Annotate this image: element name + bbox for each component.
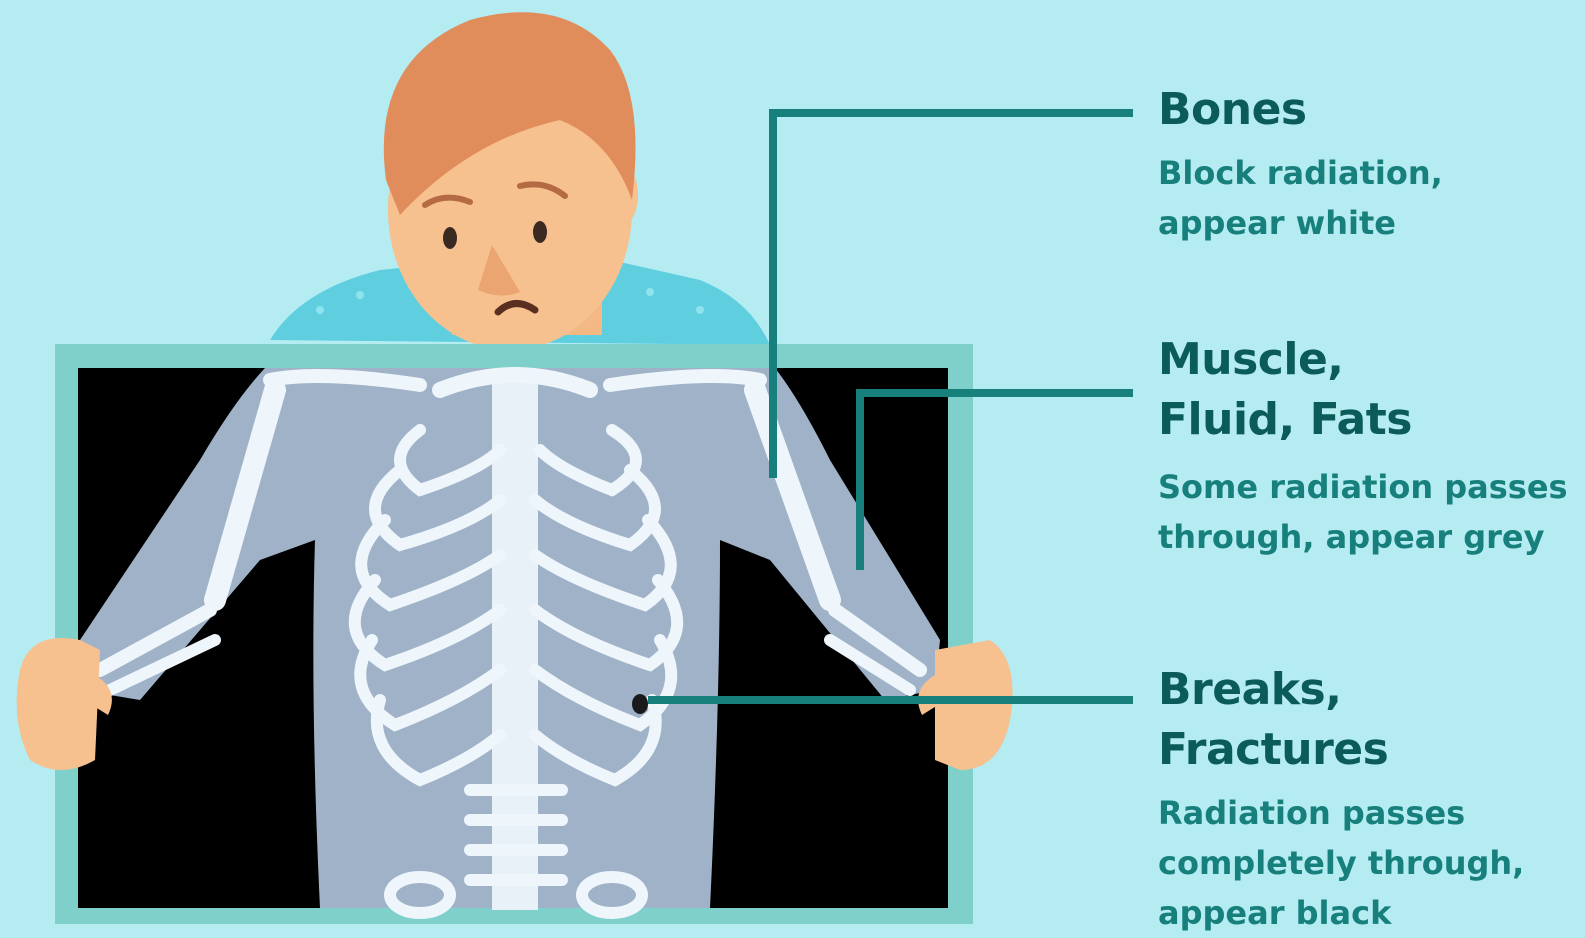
soft-tissue-title-line: Muscle, xyxy=(1158,334,1344,385)
fractures-description-line: completely through, xyxy=(1158,844,1524,882)
soft-tissue-description-line: Some radiation passes xyxy=(1158,468,1568,506)
fractures-title: Breaks, Fractures xyxy=(1158,660,1585,780)
soft-tissue-title: Muscle, Fluid, Fats xyxy=(1158,330,1568,450)
fractures-description: Radiation passes completely through, app… xyxy=(1158,788,1585,938)
bones-description: Block radiation, appear white xyxy=(1158,148,1443,248)
soft-tissue-title-line: Fluid, Fats xyxy=(1158,394,1412,445)
person-head-icon xyxy=(384,12,638,350)
soft-tissue-label: Muscle, Fluid, Fats Some radiation passe… xyxy=(1158,330,1568,562)
fractures-description-line: Radiation passes xyxy=(1158,794,1465,832)
fractures-description-line: appear black xyxy=(1158,894,1391,932)
soft-tissue-description: Some radiation passes through, appear gr… xyxy=(1158,462,1568,562)
bones-description-line: appear white xyxy=(1158,204,1396,242)
fractures-label: Breaks, Fractures Radiation passes compl… xyxy=(1158,660,1585,938)
bones-title: Bones xyxy=(1158,80,1443,140)
fracture-mark-icon xyxy=(632,694,648,714)
bones-description-line: Block radiation, xyxy=(1158,154,1443,192)
soft-tissue-description-line: through, appear grey xyxy=(1158,518,1544,556)
bones-label: Bones Block radiation, appear white xyxy=(1158,80,1443,248)
